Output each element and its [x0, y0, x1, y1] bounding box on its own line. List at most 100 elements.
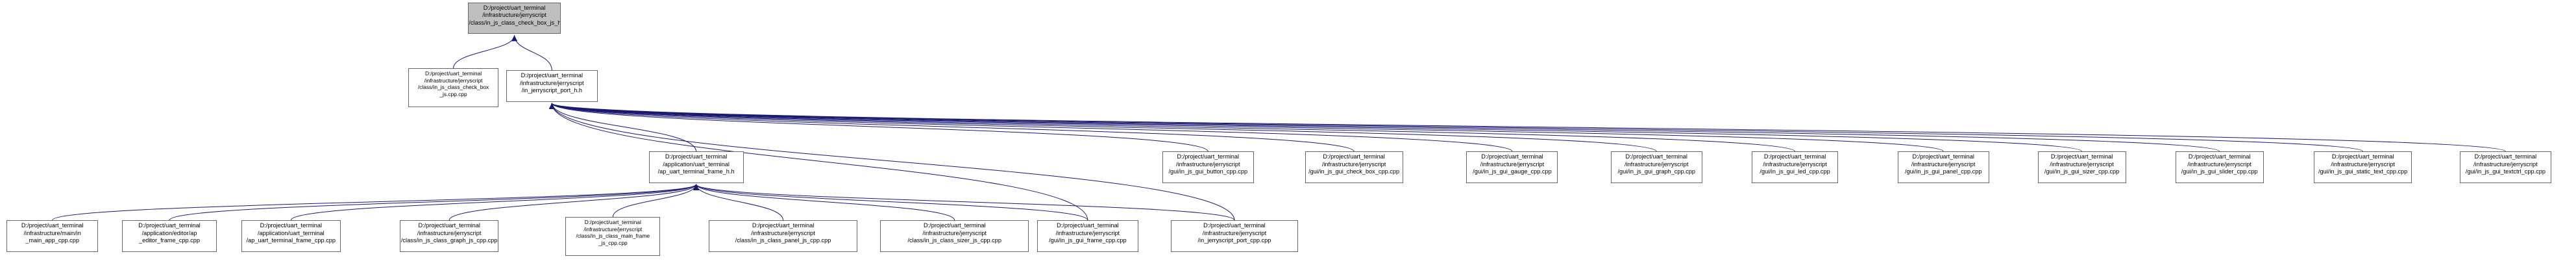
graph-node-label-line: /ap_uart_terminal_frame_cpp.cpp [246, 237, 336, 244]
graph-node-term-frame[interactable]: D:/project/uart_terminal/application/uar… [241, 220, 341, 252]
graph-node-label-line: /infrastructure/jerryscript [1763, 160, 1827, 168]
graph-node-gui-led[interactable]: D:/project/uart_terminal/infrastructure/… [1751, 151, 1839, 183]
dependency-edge-class-panel-to-frame-h [693, 184, 784, 221]
graph-node-class-main-frame[interactable]: D:/project/uart_terminal/infrastructure/… [565, 217, 661, 256]
graph-node-label-line: _js_cpp.cpp [598, 239, 628, 246]
graph-node-main-app[interactable]: D:/project/uart_terminal/infrastructure/… [6, 220, 99, 252]
graph-node-class-graph[interactable]: D:/project/uart_terminal/infrastructure/… [399, 220, 499, 252]
graph-node-label-line: /ap_uart_terminal_frame_h.h [657, 168, 735, 175]
dependency-edge-port-cpp-to-port-h [548, 103, 1235, 221]
graph-node-label-line: D:/project/uart_terminal [752, 222, 815, 229]
graph-node-label-line: /gui/in_js_gui_graph_cpp.cpp [1617, 168, 1695, 175]
graph-node-gui-button[interactable]: D:/project/uart_terminal/infrastructure/… [1162, 151, 1254, 183]
graph-node-gui-check[interactable]: D:/project/uart_terminal/infrastructure/… [1305, 151, 1403, 183]
graph-node-label-line: /gui/in_js_gui_textctrl_cpp.cpp [2465, 168, 2545, 175]
graph-node-label-line: /class/in_js_class_main_frame [576, 233, 650, 240]
graph-node-label-line: /class/in_js_class_graph_js_cpp.cpp [400, 237, 498, 244]
graph-node-editor-frame[interactable]: D:/project/uart_terminal/application/edi… [121, 220, 217, 252]
graph-node-root[interactable]: D:/project/uart_terminal/infrastructure/… [468, 2, 561, 34]
graph-node-gui-graph[interactable]: D:/project/uart_terminal/infrastructure/… [1610, 151, 1702, 183]
graph-node-label-line: /infrastructure/main/in [23, 229, 81, 236]
graph-node-port-h[interactable]: D:/project/uart_terminal/infrastructure/… [506, 70, 598, 102]
graph-node-cb-cpp[interactable]: D:/project/uart_terminal/infrastructure/… [408, 68, 499, 108]
dependency-edge-gui-sizer-to-port-h [549, 103, 2083, 152]
graph-node-label-line: /infrastructure/jerryscript [1321, 160, 1386, 168]
graph-node-label-line: /in_jerryscript_port_h.h [521, 87, 583, 94]
graph-node-label-line: /infrastructure/jerryscript [1055, 229, 1120, 236]
graph-node-label-line: /infrastructure/jerryscript [2187, 160, 2251, 168]
graph-node-label-line: /infrastructure/jerryscript [1624, 160, 1689, 168]
graph-node-label-line: /gui/in_js_gui_static_text_cpp.cpp [2318, 168, 2408, 175]
graph-node-label-line: /infrastructure/jerryscript [2050, 160, 2114, 168]
graph-node-gui-textctrl[interactable]: D:/project/uart_terminal/infrastructure/… [2459, 151, 2551, 183]
graph-node-label-line: /infrastructure/jerryscript [1176, 160, 1240, 168]
graph-node-label-line: /in_jerryscript_port_cpp.cpp [1197, 237, 1271, 244]
graph-node-label-line: D:/project/uart_terminal [1057, 222, 1119, 229]
graph-node-label-line: D:/project/uart_terminal [1625, 153, 1687, 160]
graph-node-label-line: _js.cpp.cpp [439, 90, 467, 97]
dependency-edge-port-h-to-root [511, 35, 552, 71]
graph-node-label-line: /class/in_js_class_check_box_js_h.h [469, 19, 561, 26]
dependency-edge-gui-frame-to-port-h [548, 103, 1088, 221]
dependency-edge-gui-static-to-port-h [549, 103, 2364, 152]
graph-node-label-line: D:/project/uart_terminal [665, 153, 728, 160]
graph-node-label-line: /gui/in_js_gui_sizer_cpp.cpp [2044, 168, 2120, 175]
graph-node-gui-slider[interactable]: D:/project/uart_terminal/infrastructure/… [2175, 151, 2264, 183]
graph-node-label-line: D:/project/uart_terminal [923, 222, 986, 229]
dependency-edge-gui-led-to-port-h [549, 103, 1796, 152]
graph-node-gui-frame[interactable]: D:/project/uart_terminal/infrastructure/… [1037, 220, 1138, 252]
graph-node-class-panel[interactable]: D:/project/uart_terminal/infrastructure/… [709, 220, 857, 252]
graph-node-label-line: /infrastructure/jerryscript [751, 229, 815, 236]
graph-node-class-sizer[interactable]: D:/project/uart_terminal/infrastructure/… [880, 220, 1029, 252]
graph-node-label-line: _main_app_cpp.cpp [25, 237, 80, 244]
graph-node-label-line: /infrastructure/jerryscript [424, 77, 483, 84]
graph-node-label-line: D:/project/uart_terminal [138, 222, 201, 229]
graph-node-label-line: /infrastructure/jerryscript [2331, 160, 2395, 168]
dependency-edge-class-sizer-to-frame-h [693, 184, 955, 221]
graph-node-gui-static[interactable]: D:/project/uart_terminal/infrastructure/… [2314, 151, 2412, 183]
graph-node-label-line: D:/project/uart_terminal [2331, 153, 2394, 160]
graph-node-gui-panel[interactable]: D:/project/uart_terminal/infrastructure/… [1897, 151, 1989, 183]
graph-node-label-line: /infrastructure/jerryscript [1480, 160, 1545, 168]
graph-node-label-line: D:/project/uart_terminal [2050, 153, 2113, 160]
dependency-edge-class-main-frame-to-frame-h [612, 184, 700, 218]
dependency-edge-class-graph-to-frame-h [448, 184, 699, 221]
graph-node-label-line: D:/project/uart_terminal [1177, 153, 1240, 160]
graph-node-label-line: D:/project/uart_terminal [1323, 153, 1385, 160]
graph-node-label-line: /application/editor/ap [141, 229, 197, 236]
graph-node-label-line: /infrastructure/jerryscript [1911, 160, 1976, 168]
graph-node-label-line: /gui/in_js_gui_check_box_cpp.cpp [1308, 168, 1400, 175]
graph-node-label-line: D:/project/uart_terminal [418, 222, 480, 229]
graph-node-gui-sizer[interactable]: D:/project/uart_terminal/infrastructure/… [2037, 151, 2126, 183]
graph-node-label-line: /infrastructure/jerryscript [2473, 160, 2538, 168]
graph-node-label-line: D:/project/uart_terminal [2188, 153, 2251, 160]
graph-node-label-line: /gui/in_js_gui_panel_cpp.cpp [1904, 168, 1982, 175]
graph-node-label-line: /infrastructure/jerryscript [482, 12, 546, 19]
graph-node-label-line: /infrastructure/jerryscript [1202, 229, 1267, 236]
dependency-edge-cb-cpp-to-root [453, 35, 517, 69]
graph-node-gui-gauge[interactable]: D:/project/uart_terminal/infrastructure/… [1466, 151, 1558, 183]
dependency-edge-editor-frame-to-frame-h [169, 184, 699, 221]
graph-node-label-line: /infrastructure/jerryscript [417, 229, 482, 236]
dependency-edge-port-cpp-to-frame-h [693, 184, 1235, 221]
dependency-edge-gui-textctrl-to-port-h [549, 103, 2506, 152]
graph-node-label-line: /class/in_js_class_panel_js_cpp.cpp [735, 237, 831, 244]
graph-node-label-line: D:/project/uart_terminal [1481, 153, 1543, 160]
graph-node-frame-h[interactable]: D:/project/uart_terminal/application/uar… [648, 151, 744, 183]
graph-node-label-line: _editor_frame_cpp.cpp [139, 237, 200, 244]
graph-node-label-line: D:/project/uart_terminal [2474, 153, 2537, 160]
dependency-edge-gui-slider-to-port-h [549, 103, 2220, 152]
graph-node-label-line: /gui/in_js_gui_frame_cpp.cpp [1049, 237, 1127, 244]
dependency-edge-gui-graph-to-port-h [549, 103, 1657, 152]
graph-node-label-line: D:/project/uart_terminal [483, 4, 546, 11]
graph-node-label-line: D:/project/uart_terminal [1763, 153, 1826, 160]
graph-node-port-cpp[interactable]: D:/project/uart_terminal/infrastructure/… [1170, 220, 1299, 252]
graph-node-label-line: /application/uart_terminal [663, 160, 730, 168]
graph-node-label-line: D:/project/uart_terminal [1203, 222, 1266, 229]
dependency-edge-gui-button-to-port-h [549, 103, 1208, 152]
graph-node-label-line: /gui/in_js_gui_gauge_cpp.cpp [1473, 168, 1552, 175]
graph-node-label-line: /infrastructure/jerryscript [583, 225, 643, 233]
dependency-edge-main-app-to-frame-h [52, 184, 699, 221]
